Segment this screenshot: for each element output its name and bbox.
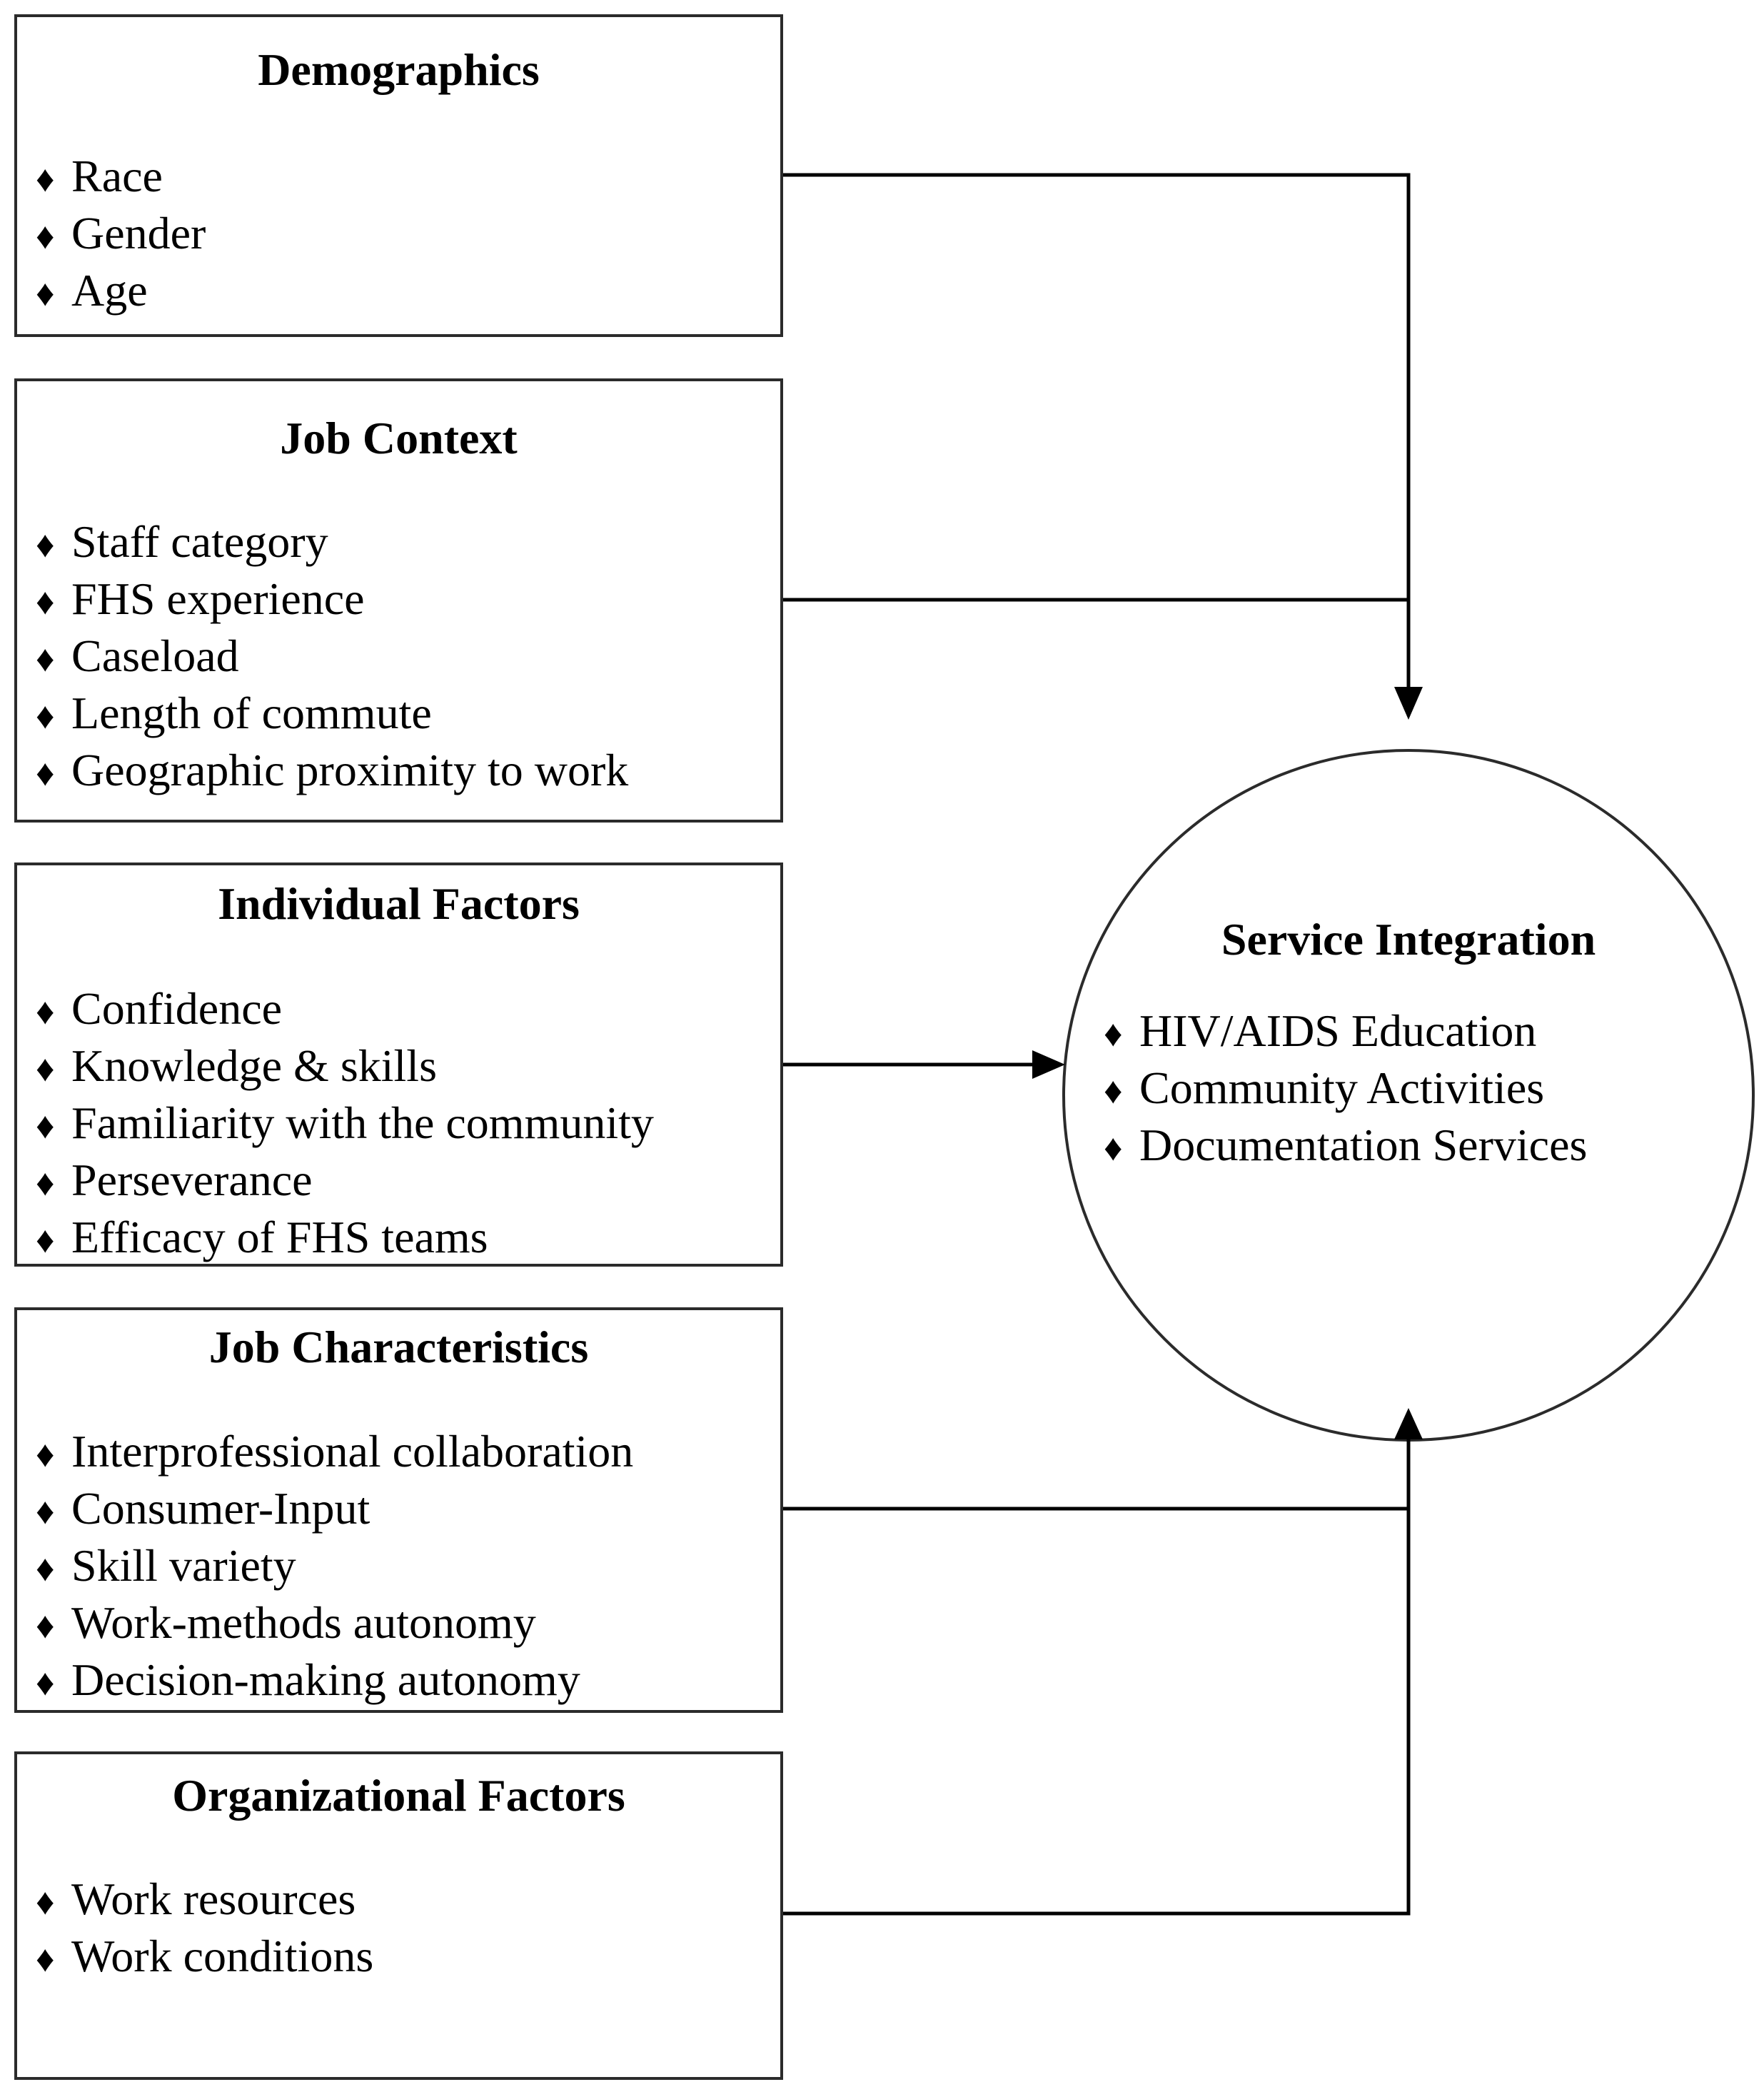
service-integration-list: ♦HIV/AIDS Education ♦Community Activitie…	[1104, 1004, 1587, 1175]
diamond-bullet-icon: ♦	[36, 1049, 55, 1090]
diamond-bullet-icon: ♦	[1104, 1071, 1123, 1112]
diamond-bullet-icon: ♦	[36, 1606, 55, 1646]
organizational-factors-list: ♦Work resources ♦Work conditions	[36, 1872, 373, 1986]
demographics-box: Demographics ♦Race ♦Gender ♦Age	[14, 14, 783, 337]
diamond-bullet-icon: ♦	[36, 1106, 55, 1147]
diamond-bullet-icon: ♦	[36, 1434, 55, 1475]
list-item: ♦Race	[36, 149, 206, 206]
list-item: ♦Age	[36, 263, 206, 321]
list-item: ♦Documentation Services	[1104, 1118, 1587, 1175]
job-characteristics-title: Job Characteristics	[208, 1322, 589, 1372]
list-item: ♦Efficacy of FHS teams	[36, 1210, 654, 1267]
diamond-bullet-icon: ♦	[36, 1939, 55, 1980]
diamond-bullet-icon: ♦	[36, 1220, 55, 1261]
list-item: ♦Knowledge & skills	[36, 1039, 654, 1096]
list-item: ♦Skill variety	[36, 1539, 633, 1596]
diamond-bullet-icon: ♦	[36, 216, 55, 257]
list-item: ♦Familiarity with the community	[36, 1096, 654, 1153]
list-item: ♦Work resources	[36, 1872, 373, 1929]
job-context-title: Job Context	[280, 413, 518, 463]
diamond-bullet-icon: ♦	[36, 582, 55, 623]
connector-organizational-factors	[783, 1438, 1411, 1916]
demographics-list: ♦Race ♦Gender ♦Age	[36, 149, 206, 321]
list-item: ♦HIV/AIDS Education	[1104, 1004, 1587, 1061]
job-context-list: ♦Staff category ♦FHS experience ♦Caseloa…	[36, 515, 628, 800]
diamond-bullet-icon: ♦	[36, 696, 55, 737]
job-characteristics-list: ♦Interprofessional collaboration ♦Consum…	[36, 1424, 633, 1710]
job-characteristics-box: Job Characteristics ♦Interprofessional c…	[14, 1307, 783, 1713]
diamond-bullet-icon: ♦	[1104, 1014, 1123, 1055]
diamond-bullet-icon: ♦	[36, 525, 55, 565]
demographics-title: Demographics	[258, 44, 540, 95]
diamond-bullet-icon: ♦	[36, 992, 55, 1032]
list-item: ♦Confidence	[36, 982, 654, 1039]
arrowhead-down	[1394, 687, 1423, 720]
list-item: ♦Consumer-Input	[36, 1482, 633, 1539]
diamond-bullet-icon: ♦	[36, 1163, 55, 1204]
diamond-bullet-icon: ♦	[36, 753, 55, 794]
list-item: ♦Interprofessional collaboration	[36, 1424, 633, 1482]
list-item: ♦Gender	[36, 206, 206, 263]
diamond-bullet-icon: ♦	[36, 1663, 55, 1704]
organizational-factors-box: Organizational Factors ♦Work resources ♦…	[14, 1751, 783, 2080]
list-item: ♦Length of commute	[36, 686, 628, 743]
organizational-factors-title: Organizational Factors	[172, 1770, 625, 1821]
list-item: ♦Decision-making autonomy	[36, 1653, 633, 1710]
list-item: ♦Geographic proximity to work	[36, 743, 628, 800]
list-item: ♦Caseload	[36, 629, 628, 686]
individual-factors-list: ♦Confidence ♦Knowledge & skills ♦Familia…	[36, 982, 654, 1267]
list-item: ♦FHS experience	[36, 572, 628, 629]
connector-demographics	[783, 173, 1411, 688]
diamond-bullet-icon: ♦	[36, 273, 55, 314]
list-item: ♦Perseverance	[36, 1153, 654, 1210]
arrowhead-right	[1032, 1050, 1065, 1079]
arrowhead-up	[1394, 1408, 1423, 1439]
diamond-bullet-icon: ♦	[36, 1549, 55, 1589]
diamond-bullet-icon: ♦	[1104, 1128, 1123, 1169]
diamond-bullet-icon: ♦	[36, 1492, 55, 1532]
list-item: ♦Community Activities	[1104, 1061, 1587, 1118]
service-integration-node: Service Integration ♦HIV/AIDS Education …	[1064, 781, 1753, 1409]
individual-factors-title: Individual Factors	[218, 878, 580, 929]
individual-factors-box: Individual Factors ♦Confidence ♦Knowledg…	[14, 863, 783, 1267]
diamond-bullet-icon: ♦	[36, 639, 55, 680]
list-item: ♦Work conditions	[36, 1929, 373, 1986]
diamond-bullet-icon: ♦	[36, 1882, 55, 1923]
list-item: ♦Staff category	[36, 515, 628, 572]
service-integration-title: Service Integration	[1221, 914, 1596, 965]
list-item: ♦Work-methods autonomy	[36, 1596, 633, 1653]
diamond-bullet-icon: ♦	[36, 159, 55, 200]
job-context-box: Job Context ♦Staff category ♦FHS experie…	[14, 378, 783, 823]
